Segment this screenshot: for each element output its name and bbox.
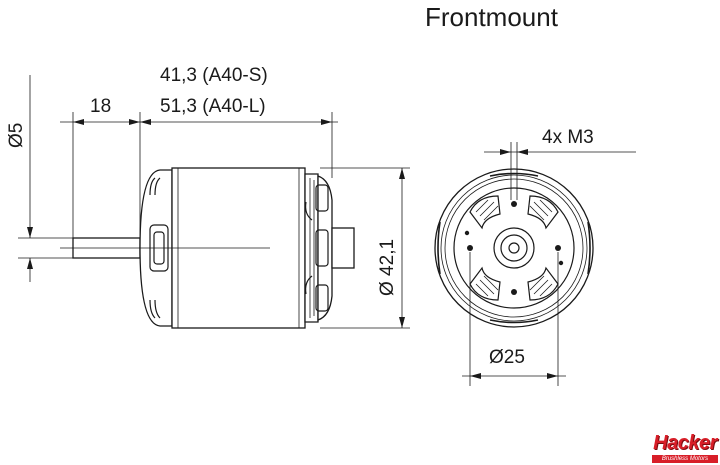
- hacker-logo: Hacker Brushless Motors: [651, 432, 719, 464]
- mount-circle-dimension: Ø25: [462, 252, 566, 386]
- motor-side-view: [60, 167, 355, 329]
- mount-circle-label: Ø25: [489, 347, 525, 368]
- logo-wordmark: Hacker: [653, 432, 717, 454]
- shaft-diameter-label: Ø5: [6, 123, 27, 148]
- length-dimension: 41,3 (A40-S) 51,3 (A40-L) 18: [60, 65, 338, 240]
- body-diameter-label: Ø 42,1: [377, 239, 398, 296]
- length-s-label: 41,3 (A40-S): [160, 65, 268, 86]
- rear-bushing: [331, 227, 355, 269]
- front-outer-ring: [434, 168, 594, 328]
- window-bottom-left: [469, 266, 501, 301]
- motor-front-view: [434, 168, 594, 328]
- diagram-title: Frontmount: [425, 2, 559, 32]
- window-top-right: [527, 195, 559, 230]
- mount-hole-dimension: 4x M3: [484, 127, 636, 200]
- window-top-left: [469, 195, 501, 230]
- front-hub: [493, 227, 535, 269]
- length-l-label: 51,3 (A40-L): [160, 96, 266, 117]
- window-bottom-right: [527, 266, 559, 301]
- shaft-length-label: 18: [90, 96, 111, 117]
- logo-tagline: Brushless Motors: [652, 455, 718, 463]
- front-mount: [304, 173, 319, 323]
- mount-hole-label: 4x M3: [542, 127, 594, 148]
- body-diameter-dimension: Ø 42,1: [320, 167, 410, 329]
- shaft-diameter-dimension: Ø5: [6, 75, 73, 282]
